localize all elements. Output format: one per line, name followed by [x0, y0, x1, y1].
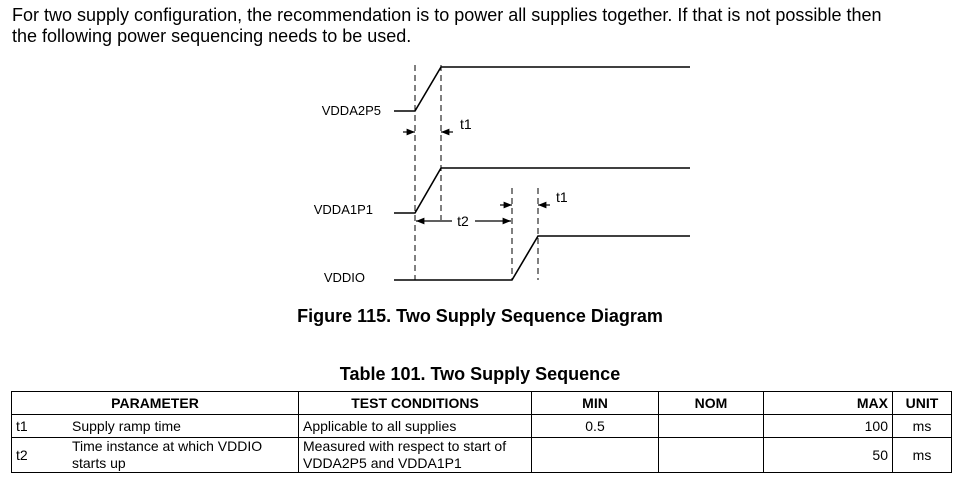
- vdda1p1-waveform: [394, 167, 690, 214]
- timing-guides: [414, 65, 539, 280]
- header-nom: NOM: [658, 391, 764, 415]
- parameter-symbol: t2: [16, 446, 28, 463]
- header-test-conditions: TEST CONDITIONS: [298, 391, 532, 415]
- test-conditions-cell: Applicable to all supplies: [298, 414, 532, 438]
- vddio-waveform: [394, 235, 690, 281]
- max-cell: 50: [763, 437, 893, 473]
- intro-line-1: For two supply configuration, the recomm…: [12, 5, 882, 25]
- t2-label: t2: [457, 213, 469, 229]
- parameter-name-line-1: Time instance at which VDDIO: [72, 438, 263, 454]
- t1-label: t1: [460, 116, 472, 132]
- sequence-diagram: VDDA2P5 VDDA1P1 VDDIO t1 t2 t1: [314, 65, 690, 285]
- unit-cell: ms: [892, 414, 952, 438]
- unit-cell: ms: [892, 437, 952, 473]
- min-cell: [531, 437, 659, 473]
- nom-cell: [658, 414, 764, 438]
- intro-text: For two supply configuration, the recomm…: [12, 5, 952, 47]
- header-min: MIN: [531, 391, 659, 415]
- test-conditions-line-1: Measured with respect to start of: [303, 438, 507, 454]
- table-header-row: PARAMETER TEST CONDITIONS MIN NOM MAX UN…: [11, 391, 952, 415]
- header-parameter: PARAMETER: [11, 391, 299, 415]
- signal-label-vdda1p1: VDDA1P1: [314, 202, 373, 217]
- signal-label-vddio: VDDIO: [324, 270, 365, 285]
- vdda2p5-waveform: [394, 66, 690, 112]
- signal-label-vdda2p5: VDDA2P5: [322, 103, 381, 118]
- max-cell: 100: [763, 414, 893, 438]
- min-cell: 0.5: [531, 414, 659, 438]
- header-max: MAX: [763, 391, 893, 415]
- parameter-cell: t2 Time instance at which VDDIO starts u…: [11, 437, 299, 473]
- parameter-name: Supply ramp time: [72, 417, 181, 434]
- parameter-cell: t1 Supply ramp time: [11, 414, 299, 438]
- parameter-symbol: t1: [16, 417, 28, 434]
- table-row: t1 Supply ramp time Applicable to all su…: [11, 414, 952, 438]
- parameter-name-line-2: starts up: [72, 455, 126, 471]
- header-unit: UNIT: [892, 391, 952, 415]
- table-caption: Table 101. Two Supply Sequence: [339, 364, 621, 384]
- nom-cell: [658, 437, 764, 473]
- table-row: t2 Time instance at which VDDIO starts u…: [11, 437, 952, 473]
- test-conditions-line-2: VDDA2P5 and VDDA1P1: [303, 455, 462, 471]
- figure-caption: Figure 115. Two Supply Sequence Diagram: [297, 306, 663, 326]
- t1-vddio-label: t1: [556, 189, 568, 205]
- two-supply-sequence-table: PARAMETER TEST CONDITIONS MIN NOM MAX UN…: [11, 391, 952, 473]
- intro-line-2: the following power sequencing needs to …: [12, 26, 412, 46]
- test-conditions-cell: Measured with respect to start of VDDA2P…: [298, 437, 532, 473]
